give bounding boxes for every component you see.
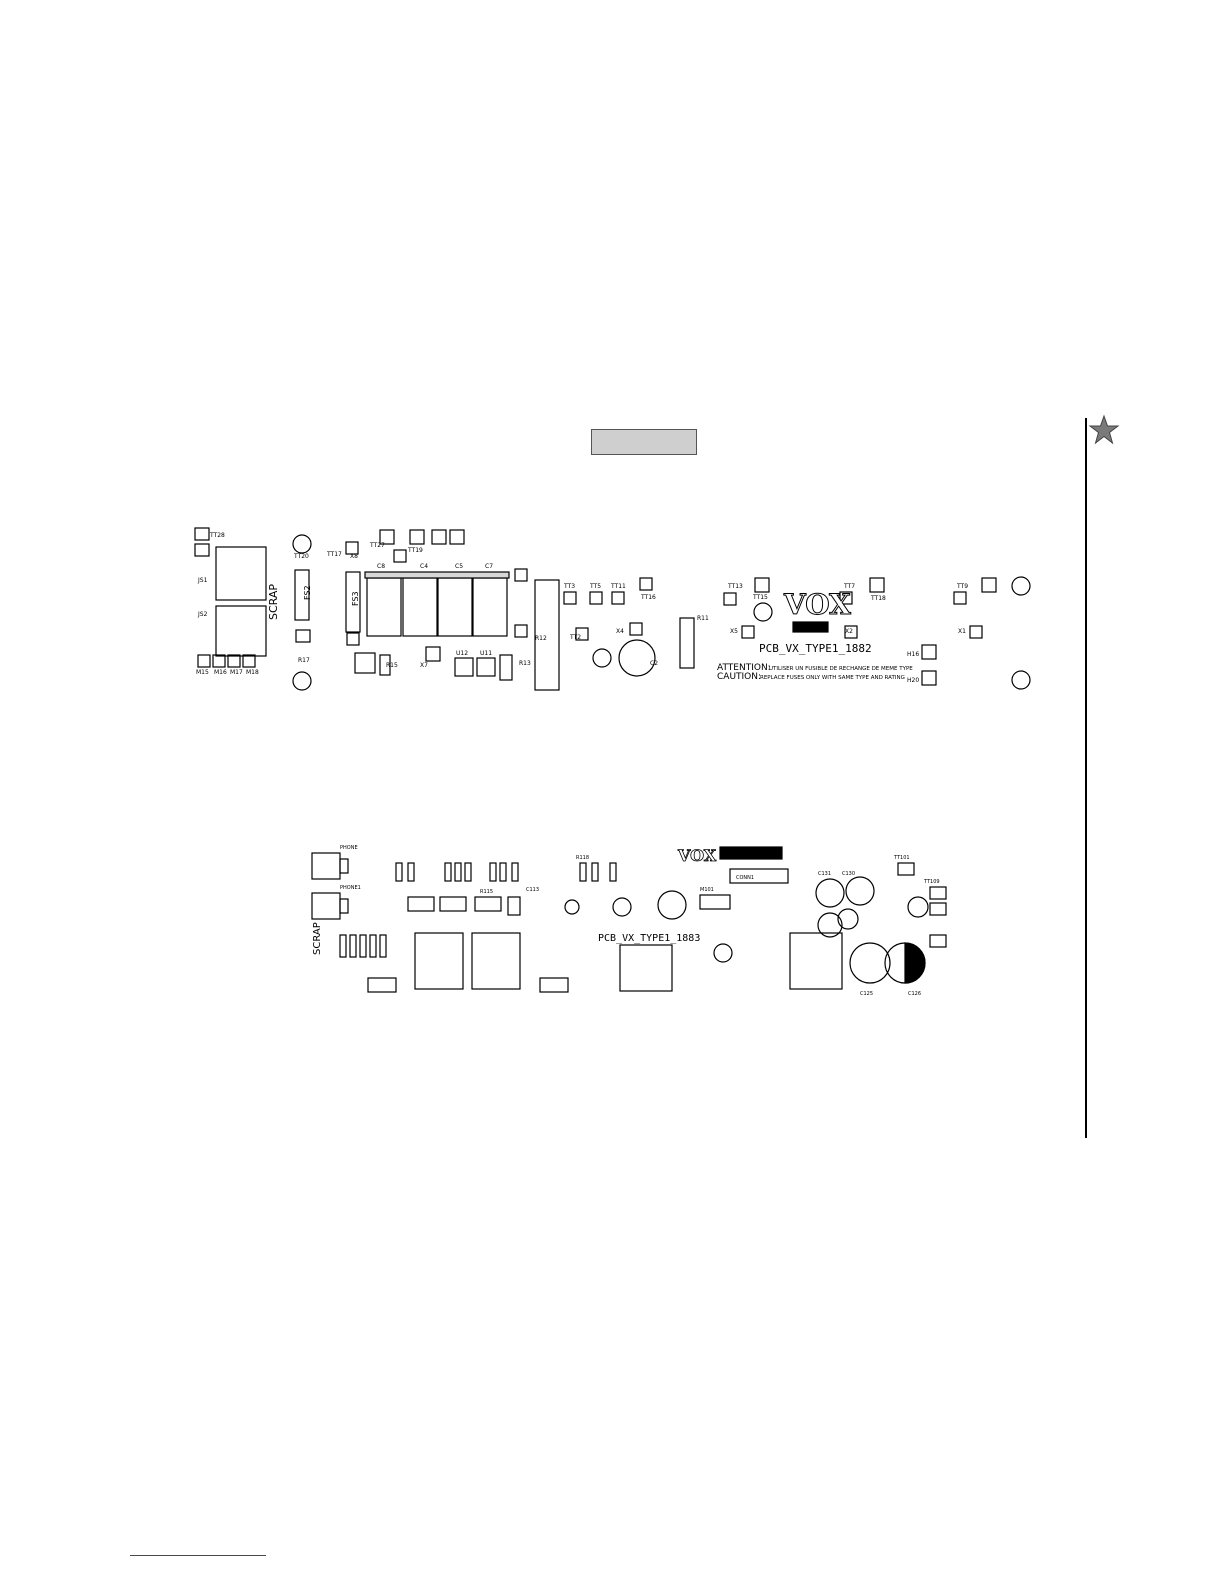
ref-label: JS1 (197, 577, 208, 584)
pad-square (194, 543, 210, 557)
ref-label: R17 (298, 657, 310, 664)
coil-block (789, 932, 843, 990)
ref-label: TT15 (752, 594, 768, 601)
pad-square (194, 527, 210, 541)
ref-label: R11 (697, 615, 709, 622)
ref-label: C7 (485, 563, 493, 570)
ref-label: R118 (576, 855, 589, 861)
ref-label: TT17 (326, 551, 342, 558)
ref-label: JS2 (197, 611, 208, 618)
ref-label: TT2 (569, 634, 581, 641)
ref-label: TT28 (209, 532, 225, 539)
margin-rule (1085, 418, 1087, 1138)
ref-label: X5 (730, 628, 738, 635)
ref-label: M18 (246, 669, 259, 676)
ref-label: C113 (526, 887, 539, 893)
footer-link-underline[interactable] (130, 1555, 266, 1556)
ref-label: PHONE1 (340, 885, 361, 891)
ref-label: R12 (535, 635, 547, 642)
ref-label: TT11 (610, 583, 626, 590)
ref-label: TT7 (843, 583, 855, 590)
electrolytic-cap (849, 942, 891, 984)
ref-label: C8 (377, 563, 385, 570)
electrolytic-cap (657, 890, 687, 920)
ref-label: H16 (907, 651, 919, 658)
ref-label: C130 (842, 871, 855, 877)
caution-text: REPLACE FUSES ONLY WITH SAME TYPE AND RA… (760, 675, 905, 681)
ref-label: C4 (420, 563, 428, 570)
ref-label: X4 (616, 628, 624, 635)
gray-label-box (591, 429, 697, 455)
attention-title: ATTENTION: (717, 663, 771, 673)
ref-label: TT3 (563, 583, 575, 590)
jack-connector (311, 852, 341, 880)
vox-logo: VOX (677, 846, 717, 865)
scrap-label: SCRAP (312, 922, 323, 955)
vox-logo: VOX (783, 588, 851, 621)
heatsink-bar (534, 579, 560, 691)
ref-label: TT19 (407, 547, 423, 554)
ref-label: TT109 (923, 879, 940, 885)
ref-label: CONN1 (736, 875, 754, 881)
pcb-label: PCB_VX_TYPE1_1882 (759, 642, 872, 655)
ref-label: TT16 (640, 594, 656, 601)
ref-label: R15 (386, 662, 398, 669)
ref-label: TT18 (870, 595, 886, 602)
fuse-label: FS3 (351, 591, 360, 606)
pcb-label: PCB_VX_TYPE1_1883 (598, 933, 700, 944)
scrap-label: SCRAP (267, 584, 280, 620)
pcb-board-2: SCRAP VOX PCB_VX_TYPE1_1883 PHONE PHONE1… (311, 845, 947, 997)
ref-label: TT20 (293, 553, 309, 560)
ref-label: M16 (214, 669, 227, 676)
attention-text: UTILISER UN FUSIBLE DE RECHANGE DE MEME … (769, 666, 913, 672)
ref-label: C125 (860, 991, 873, 997)
ref-label: X8 (350, 553, 358, 560)
ref-label: U11 (480, 650, 492, 657)
ref-label: M17 (230, 669, 243, 676)
mounting-hole (292, 534, 312, 554)
coil-block (619, 944, 673, 992)
relay-block (215, 605, 267, 657)
ref-label: M101 (700, 887, 714, 893)
ref-label: TT9 (956, 583, 968, 590)
electrolytic-cap (618, 639, 656, 677)
ref-label: R115 (480, 889, 493, 895)
ref-label: X2 (845, 628, 853, 635)
ref-label: TT5 (589, 583, 601, 590)
ref-label: C5 (455, 563, 463, 570)
ref-label: U12 (456, 650, 468, 657)
coil-block (414, 932, 464, 990)
ref-label: X7 (420, 662, 428, 669)
coil-block (471, 932, 521, 990)
ref-label: H20 (907, 677, 919, 684)
fuse-label: FS2 (303, 585, 312, 600)
ref-label: X1 (958, 628, 966, 635)
relay-block (215, 546, 267, 601)
ref-label: TT101 (893, 855, 910, 861)
pcb-board-1: SCRAP VOX PCB_VX_TYPE1_1882 ATTENTION: U… (194, 527, 1031, 691)
jack-connector (311, 892, 341, 920)
ref-label: C131 (818, 871, 831, 877)
mounting-hole (292, 671, 312, 691)
ref-label: C126 (908, 991, 921, 997)
caution-title: CAUTION: (717, 672, 761, 682)
ref-label: TT27 (369, 542, 385, 549)
ref-label: C2 (650, 660, 658, 667)
ref-label: TT13 (727, 583, 743, 590)
ref-label: M15 (196, 669, 209, 676)
star-icon (1088, 414, 1120, 445)
ref-label: R13 (519, 660, 531, 667)
ref-label: PHONE (340, 845, 358, 851)
